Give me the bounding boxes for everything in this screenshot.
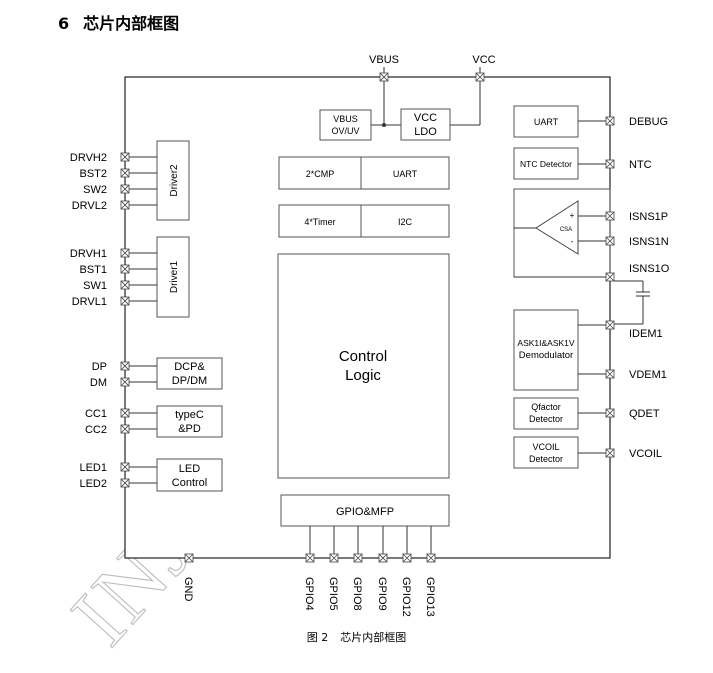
vcc-ldo-label-1: VCC [414, 112, 437, 124]
pin-label-vcoil: VCOIL [629, 448, 662, 460]
csa-amplifier [535, 200, 579, 255]
ask-demod-label-2: Demodulator [519, 350, 573, 361]
vbus-ovuv-label-1: VBUS [333, 114, 358, 124]
pin-label-drvl2: DRVL2 [72, 200, 107, 212]
led-control-label-1: LED [179, 463, 200, 475]
dcp-label-2: DP/DM [172, 375, 207, 387]
pin-label-drvh1: DRVH1 [70, 248, 107, 260]
section-number: 6 [58, 14, 70, 33]
control-logic-block [277, 253, 450, 479]
pin-label-debug: DEBUG [629, 116, 668, 128]
right-pin-boxes [605, 116, 615, 458]
pin-label-isns1o: ISNS1O [629, 263, 670, 275]
section-heading: 6 芯片内部框图 [58, 10, 179, 34]
pin-label-bst2: BST2 [79, 168, 107, 180]
i2c-block [360, 204, 450, 238]
pin-label-gpio13: GPIO13 [424, 577, 436, 617]
pin-label-vbus: VBUS [369, 54, 399, 66]
pin-label-led1: LED1 [79, 462, 107, 474]
pin-label-ntc: NTC [629, 159, 652, 171]
gpio-mfp-label: GPIO&MFP [336, 506, 394, 518]
vcc-ldo-block [400, 108, 451, 141]
uart-mid-block [360, 156, 450, 190]
pin-label-gpio9: GPIO9 [376, 577, 388, 611]
control-logic-label-1: Control [339, 348, 387, 365]
csa-label: CSA [560, 227, 572, 233]
pin-label-drvl1: DRVL1 [72, 296, 107, 308]
uart-mid-label: UART [393, 169, 418, 179]
pin-label-gnd: GND [182, 577, 194, 602]
pin-label-sw2: SW2 [83, 184, 107, 196]
uart-right-label: UART [534, 117, 559, 127]
i2c-label: I2C [398, 217, 413, 227]
qfactor-label-1: Qfactor [531, 402, 561, 412]
pin-label-vdem1: VDEM1 [629, 369, 667, 381]
vcoil-detector-block [513, 436, 579, 469]
dcp-label-1: DCP& [174, 361, 205, 373]
pin-label-sw1: SW1 [83, 280, 107, 292]
csa-minus: - [571, 237, 574, 246]
bottom-pin-boxes [184, 553, 436, 563]
pin-label-gpio8: GPIO8 [351, 577, 363, 611]
vbus-ovuv-label-2: OV/UV [331, 126, 359, 136]
figure-title: 芯片内部框图 [340, 631, 407, 644]
pin-label-isns1n: ISNS1N [629, 236, 669, 248]
driver1-block [156, 236, 190, 318]
vcc-ldo-label-2: LDO [414, 126, 437, 138]
pin-label-cc1: CC1 [85, 408, 107, 420]
uart-right-block [513, 105, 579, 138]
figure-caption: 图 2 芯片内部框图 [0, 629, 713, 645]
driver1-label: Driver1 [169, 260, 180, 293]
gpio-wires [309, 526, 432, 554]
pin-label-qdet: QDET [629, 408, 660, 420]
ntc-detector-label: NTC Detector [520, 159, 572, 169]
led-control-label-2: Control [172, 477, 207, 489]
pin-vcc [475, 72, 485, 82]
section-title: 芯片内部框图 [83, 14, 180, 33]
pin-label-isns1p: ISNS1P [629, 211, 668, 223]
pin-label-led2: LED2 [79, 478, 107, 490]
timer-block [278, 204, 362, 238]
ask-demodulator-block [513, 309, 579, 391]
driver-wires [129, 156, 157, 484]
pin-label-gpio4: GPIO4 [303, 577, 315, 611]
pin-label-gpio5: GPIO5 [327, 577, 339, 611]
typec-block [156, 405, 223, 438]
driver2-label: Driver2 [169, 164, 180, 197]
typec-label-2: &PD [178, 423, 201, 435]
figure-number: 图 2 [306, 631, 329, 644]
pin-label-dm: DM [90, 377, 107, 389]
led-control-block [156, 458, 223, 492]
timer-label: 4*Timer [304, 217, 335, 227]
pin-label-gpio12: GPIO12 [400, 577, 412, 617]
csa-plus: + [570, 211, 575, 220]
cmp-label: 2*CMP [306, 169, 335, 179]
pin-label-drvh2: DRVH2 [70, 152, 107, 164]
dcp-block [156, 357, 223, 390]
left-pin-boxes [120, 152, 130, 488]
driver2-block [156, 140, 190, 221]
pin-label-cc2: CC2 [85, 424, 107, 436]
pin-label-bst1: BST1 [79, 264, 107, 276]
ask-demod-label-1: ASK1I&ASK1V [517, 338, 575, 348]
qfactor-label-2: Detector [529, 414, 563, 424]
pin-label-idem1: IDEM1 [629, 328, 663, 340]
cmp-block [278, 156, 362, 190]
vcoil-detector-label-1: VCOIL [532, 442, 559, 452]
control-logic-label-2: Logic [345, 367, 381, 384]
typec-label-1: typeC [175, 409, 204, 421]
pin-label-dp: DP [92, 361, 107, 373]
vbus-ovuv-block [319, 109, 372, 141]
ntc-detector-block [513, 147, 579, 180]
vcoil-detector-label-2: Detector [529, 454, 563, 464]
pin-label-vcc: VCC [472, 54, 495, 66]
gpio-mfp-block [280, 494, 450, 527]
pin-vbus [379, 72, 389, 82]
